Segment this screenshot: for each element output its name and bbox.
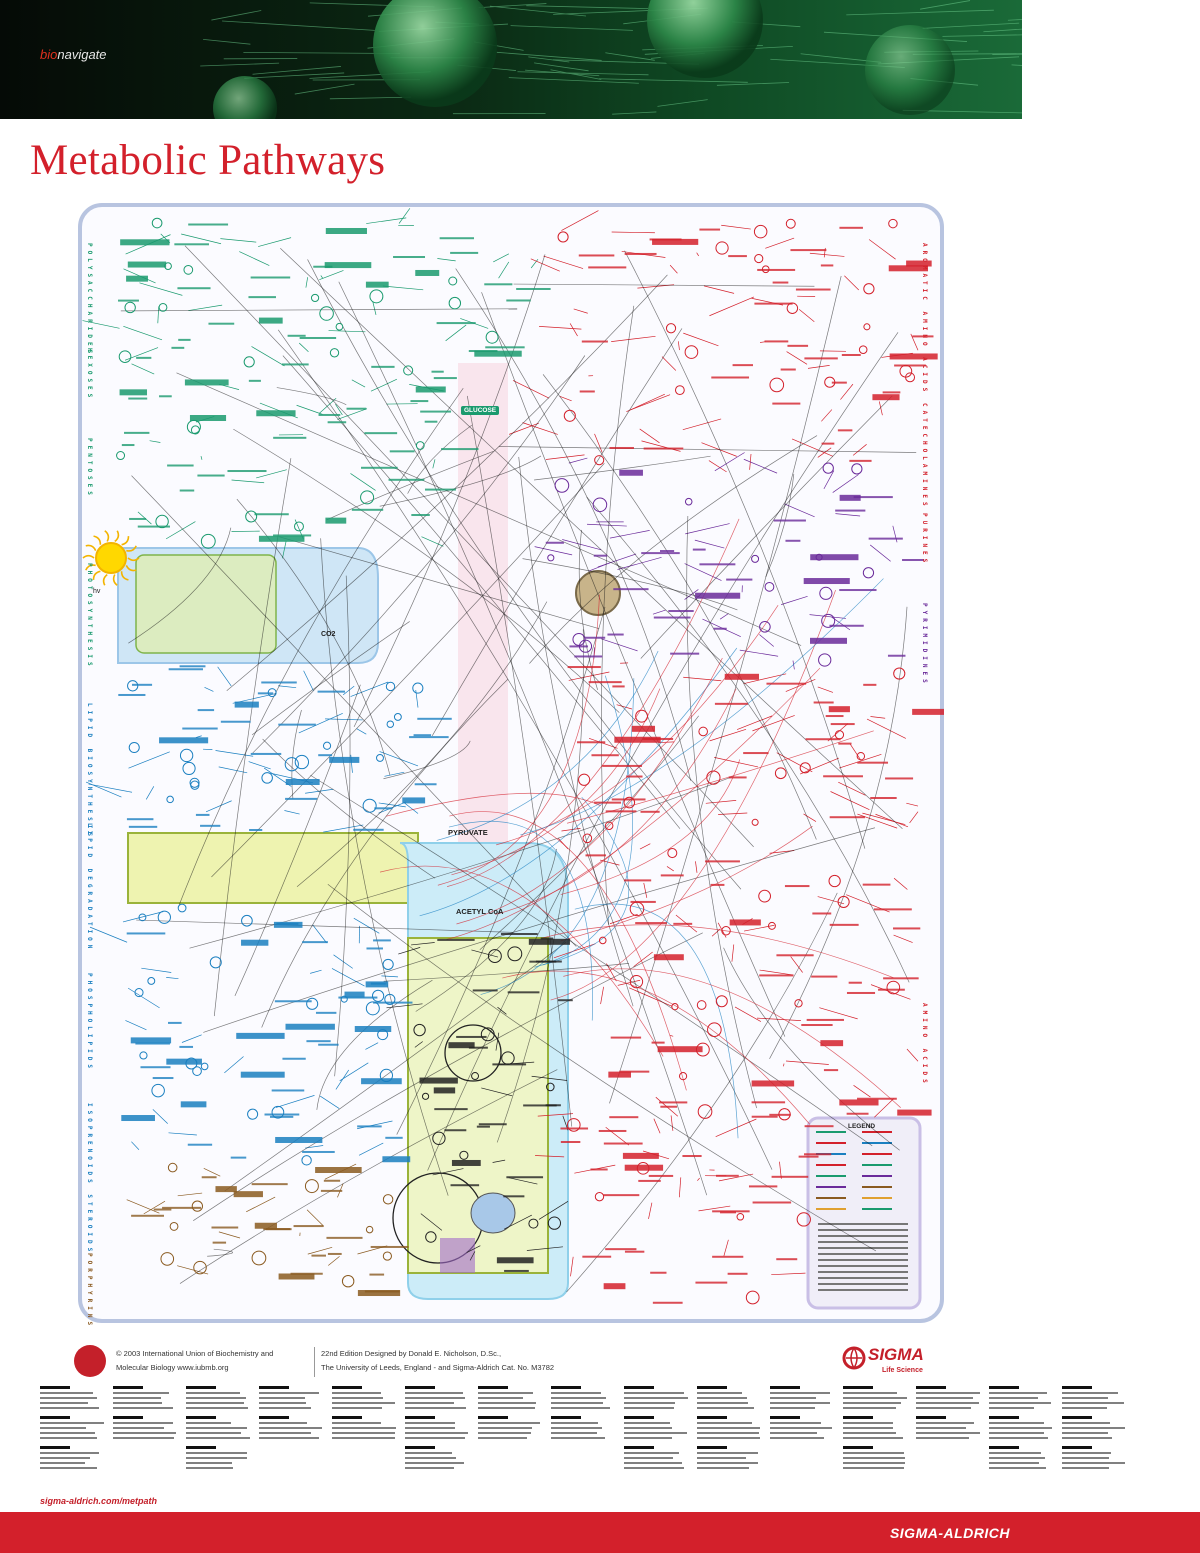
pyruvate-label: PYRUVATE <box>448 828 488 837</box>
acetyl-coa-label: ACETYL CoA <box>456 907 503 916</box>
office-column <box>989 1386 1055 1476</box>
side-label-right: PYRIMIDINES <box>921 603 928 687</box>
footer-bar: SIGMA-ALDRICH <box>0 1512 1200 1553</box>
office-column <box>916 1386 982 1446</box>
office-column <box>624 1386 690 1476</box>
side-label-left: PORPHYRINS <box>86 1253 93 1329</box>
side-label-left: ISOPRENOIDS STEROIDS <box>86 1103 93 1255</box>
iubmb-logo <box>74 1345 106 1377</box>
sigma-globe-icon <box>842 1346 866 1370</box>
office-column <box>113 1386 179 1446</box>
designer-line: 22nd Edition Designed by Donald E. Nicho… <box>321 1349 501 1358</box>
office-column <box>770 1386 836 1446</box>
pathway-diagram: hv <box>78 203 944 1323</box>
copyright-line: © 2003 International Union of Biochemist… <box>116 1349 273 1358</box>
website-url[interactable]: sigma-aldrich.com/metpath <box>40 1496 157 1506</box>
side-label-right: AROMATIC AMINO ACIDS <box>921 243 928 395</box>
side-label-right: CATECHOLAMINES <box>921 403 928 510</box>
ribose-hub <box>576 571 620 615</box>
header-banner: bionavigate <box>0 0 1022 119</box>
sigma-wordmark: SIGMA <box>868 1345 924 1365</box>
office-column <box>843 1386 909 1476</box>
banner-brand: bionavigate <box>40 47 107 62</box>
light-label: hv <box>93 588 101 595</box>
life-science-wordmark: Life Science <box>882 1367 923 1374</box>
office-column <box>1062 1386 1128 1476</box>
office-column <box>551 1386 617 1446</box>
legend-box <box>808 1118 920 1308</box>
sigma-aldrich-wordmark: SIGMA-ALDRICH <box>890 1525 1010 1541</box>
side-label-left: HEXOSES <box>86 348 93 401</box>
credits-bar: © 2003 International Union of Biochemist… <box>74 1345 954 1385</box>
office-column <box>332 1386 398 1446</box>
side-label-right: AMINO ACIDS <box>921 1003 928 1087</box>
side-label-left: PHOSPHOLIPIDS <box>86 973 93 1072</box>
side-label-left: PENTOSES <box>86 438 93 499</box>
office-column <box>186 1386 252 1476</box>
page-title: Metabolic Pathways <box>30 136 385 185</box>
office-column <box>697 1386 763 1476</box>
glucose-label: GLUCOSE <box>461 406 499 415</box>
legend-title: LEGEND <box>848 1123 875 1130</box>
lipid-degradation-region <box>128 833 418 903</box>
co2-label: CO2 <box>321 631 335 638</box>
office-column <box>259 1386 325 1446</box>
side-label-left: LIPID BIOSYNTHESIS <box>86 703 93 840</box>
glycolysis-band <box>458 363 508 843</box>
office-column <box>478 1386 544 1446</box>
office-column <box>405 1386 471 1476</box>
banner-artwork <box>0 0 1022 119</box>
side-label-left: POLYSACCHARIDES <box>86 243 93 357</box>
side-label-right: PURINES <box>921 513 928 566</box>
sun-icon <box>96 543 126 573</box>
catalog-line: The University of Leeds, England - and S… <box>321 1363 554 1372</box>
credits-divider <box>314 1347 315 1377</box>
copyright-url-line: Molecular Biology www.iubmb.org <box>116 1363 229 1372</box>
side-label-left: LIPID DEGRADATION <box>86 823 93 952</box>
sigma-life-science-logo: SIGMA Life Science <box>842 1343 957 1379</box>
side-label-left: PHOTOSYNTHESIS <box>86 563 93 670</box>
office-column <box>40 1386 106 1476</box>
worldwide-offices <box>40 1386 1160 1492</box>
